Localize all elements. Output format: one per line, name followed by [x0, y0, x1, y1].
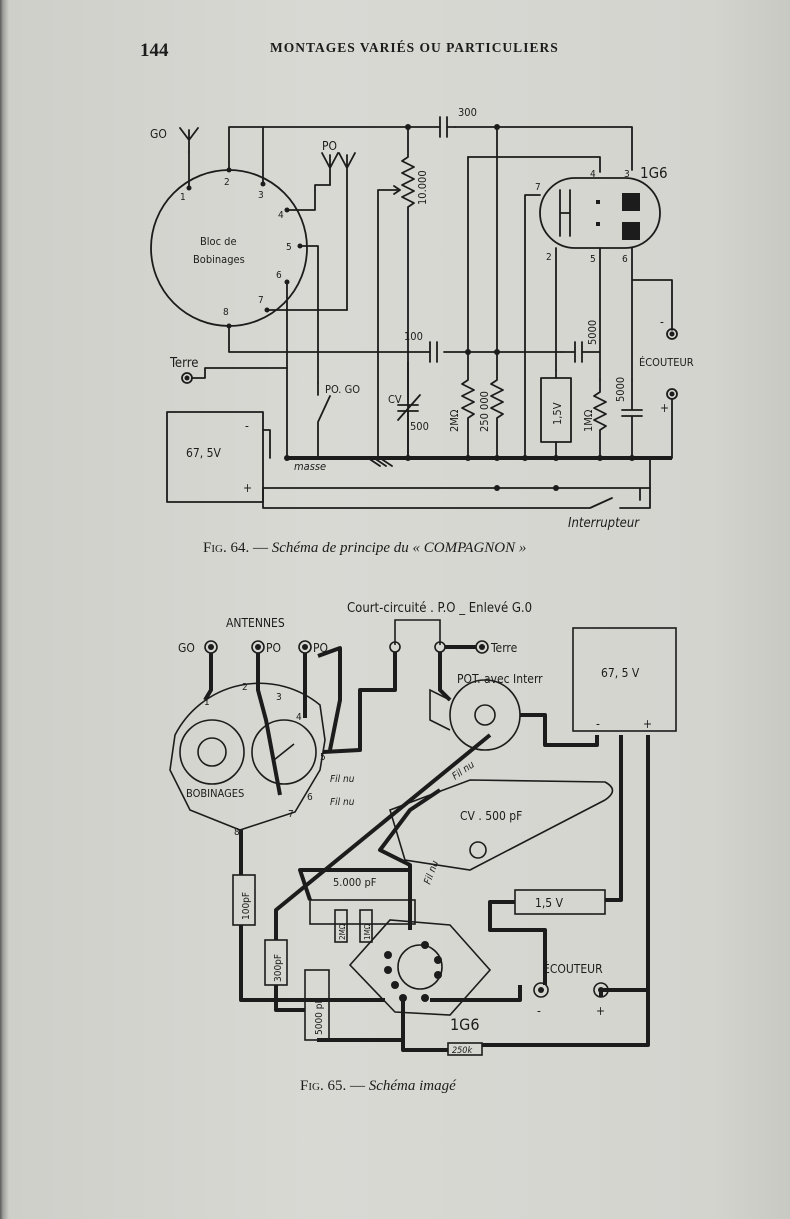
- pin-5: 5: [286, 242, 292, 253]
- label-go: GO: [150, 127, 167, 141]
- go-antenna-icon: [179, 127, 199, 153]
- tube-pin-4: 4: [590, 169, 596, 180]
- pic-pin-6: 6: [307, 792, 313, 803]
- pic-pin-2: 2: [242, 682, 248, 693]
- label-500: 500: [410, 420, 429, 433]
- label-300pf: 300pF: [273, 954, 284, 982]
- po-antenna-icon: [321, 152, 339, 186]
- battery-67-5v: [166, 411, 264, 503]
- capacitor-100pf: [232, 874, 256, 926]
- label-po: PO: [322, 139, 337, 153]
- pin-6: 6: [276, 270, 282, 281]
- label-fil-nu-2: Fil nu: [330, 797, 355, 808]
- label-1-5v: 1,5V: [551, 402, 564, 425]
- pin-3: 3: [258, 190, 264, 201]
- bobinages-block: [169, 682, 326, 831]
- label-antennes: ANTENNES: [226, 616, 285, 630]
- label-pogo: PO. GO: [325, 383, 360, 396]
- label-2m: 2MΩ: [448, 409, 461, 432]
- caption-fig65-number: Fig. 65. —: [300, 1078, 365, 1094]
- label-minus: -: [245, 419, 249, 433]
- label-bloc: Bloc de: [200, 235, 237, 248]
- label-67-5v: 67, 5V: [186, 446, 221, 460]
- ecouteur-plus: +: [660, 401, 669, 415]
- battery-minus-pic: -: [596, 717, 600, 731]
- coil-adjust-icon: [251, 719, 317, 785]
- tube-pin-7: 7: [535, 182, 541, 193]
- label-fil-nu-1: Fil nu: [330, 774, 355, 785]
- pic-pin-3: 3: [276, 692, 282, 703]
- variable-capacitor: [389, 779, 614, 871]
- label-10000: 10.000: [416, 170, 429, 205]
- label-100: 100: [404, 330, 423, 343]
- ecouteur-minus-pic: -: [537, 1004, 541, 1018]
- caption-fig64-text: Schéma de principe du « COMPAGNON »: [271, 540, 527, 556]
- label-300: 300: [458, 106, 477, 119]
- label-interrupteur: Interrupteur: [568, 516, 640, 531]
- label-5000a: 5000: [586, 320, 599, 345]
- label-bobinages: Bobinages: [193, 253, 245, 266]
- pin-2: 2: [224, 177, 230, 188]
- label-250000: 250 000: [478, 391, 491, 432]
- pin-7: 7: [258, 295, 264, 306]
- tube-pin-2: 2: [546, 252, 552, 263]
- label-ecouteur: ÉCOUTEUR: [639, 356, 694, 369]
- ecouteur-plus-pic: +: [596, 1004, 605, 1018]
- caption-fig65-text: Schéma imagé: [368, 1078, 456, 1094]
- label-terre: Terre: [169, 356, 198, 371]
- label-go-pic: GO: [178, 641, 195, 655]
- label-250k: 250k: [452, 1046, 472, 1056]
- pic-pin-8: 8: [234, 827, 240, 838]
- tube-pin-5: 5: [590, 254, 596, 265]
- label-1m-pic: 1MΩ: [363, 923, 372, 940]
- pin-4: 4: [278, 210, 284, 221]
- label-pot: POT. avec Interr: [457, 672, 543, 686]
- page-number: 144: [140, 40, 169, 61]
- ecouteur-minus: -: [660, 315, 664, 329]
- label-5000b: 5000: [614, 377, 627, 402]
- label-po2-pic: PO: [313, 641, 328, 655]
- label-1g6-pic: 1G6: [450, 1015, 479, 1034]
- label-po1-pic: PO: [266, 641, 281, 655]
- caption-fig65: Fig. 65. — Schéma imagé: [300, 1078, 456, 1095]
- label-plus: +: [243, 481, 252, 495]
- caption-fig64-number: Fig. 64. —: [203, 540, 268, 556]
- pic-pin-5: 5: [320, 752, 326, 763]
- label-cv: CV: [388, 393, 402, 406]
- label-67-5v-pic: 67, 5 V: [601, 666, 640, 680]
- label-2m-pic: 2MΩ: [338, 923, 347, 940]
- label-1-5v-pic: 1,5 V: [535, 896, 564, 910]
- pin-1: 1: [180, 192, 186, 203]
- label-cv-pic: CV . 500 pF: [460, 809, 522, 823]
- tube-socket-1g6: [348, 919, 492, 1016]
- pic-pin-4: 4: [296, 712, 302, 723]
- label-bobinages-pic: BOBINAGES: [186, 787, 244, 800]
- label-100pf: 100pF: [241, 892, 252, 920]
- tube-pin-3: 3: [624, 169, 630, 180]
- pin-8: 8: [223, 307, 229, 318]
- label-5000pf: 5.000 pF: [333, 876, 377, 889]
- running-title: MONTAGES VARIÉS OU PARTICULIERS: [270, 40, 559, 55]
- battery-plus-pic: +: [643, 717, 652, 731]
- battery-67-5v-pictorial: [572, 627, 677, 732]
- label-5000pf-b: 5000 pF: [314, 998, 325, 1035]
- po-antenna-icon-2: [338, 152, 356, 311]
- pic-pin-1: 1: [204, 697, 210, 708]
- label-tube: 1G6: [640, 164, 668, 182]
- caption-fig64: Fig. 64. — Schéma de principe du « COMPA…: [203, 540, 526, 557]
- label-court-circuite: Court-circuité . P.O _ Enlevé G.0: [347, 601, 532, 616]
- pic-pin-7: 7: [288, 809, 294, 820]
- label-masse: masse: [294, 460, 326, 473]
- label-terre-pic: Terre: [490, 641, 518, 655]
- label-1m: 1MΩ: [582, 409, 595, 432]
- tube-pin-6: 6: [622, 254, 628, 265]
- label-ecouteur-pic: ÉCOUTEUR: [543, 961, 603, 976]
